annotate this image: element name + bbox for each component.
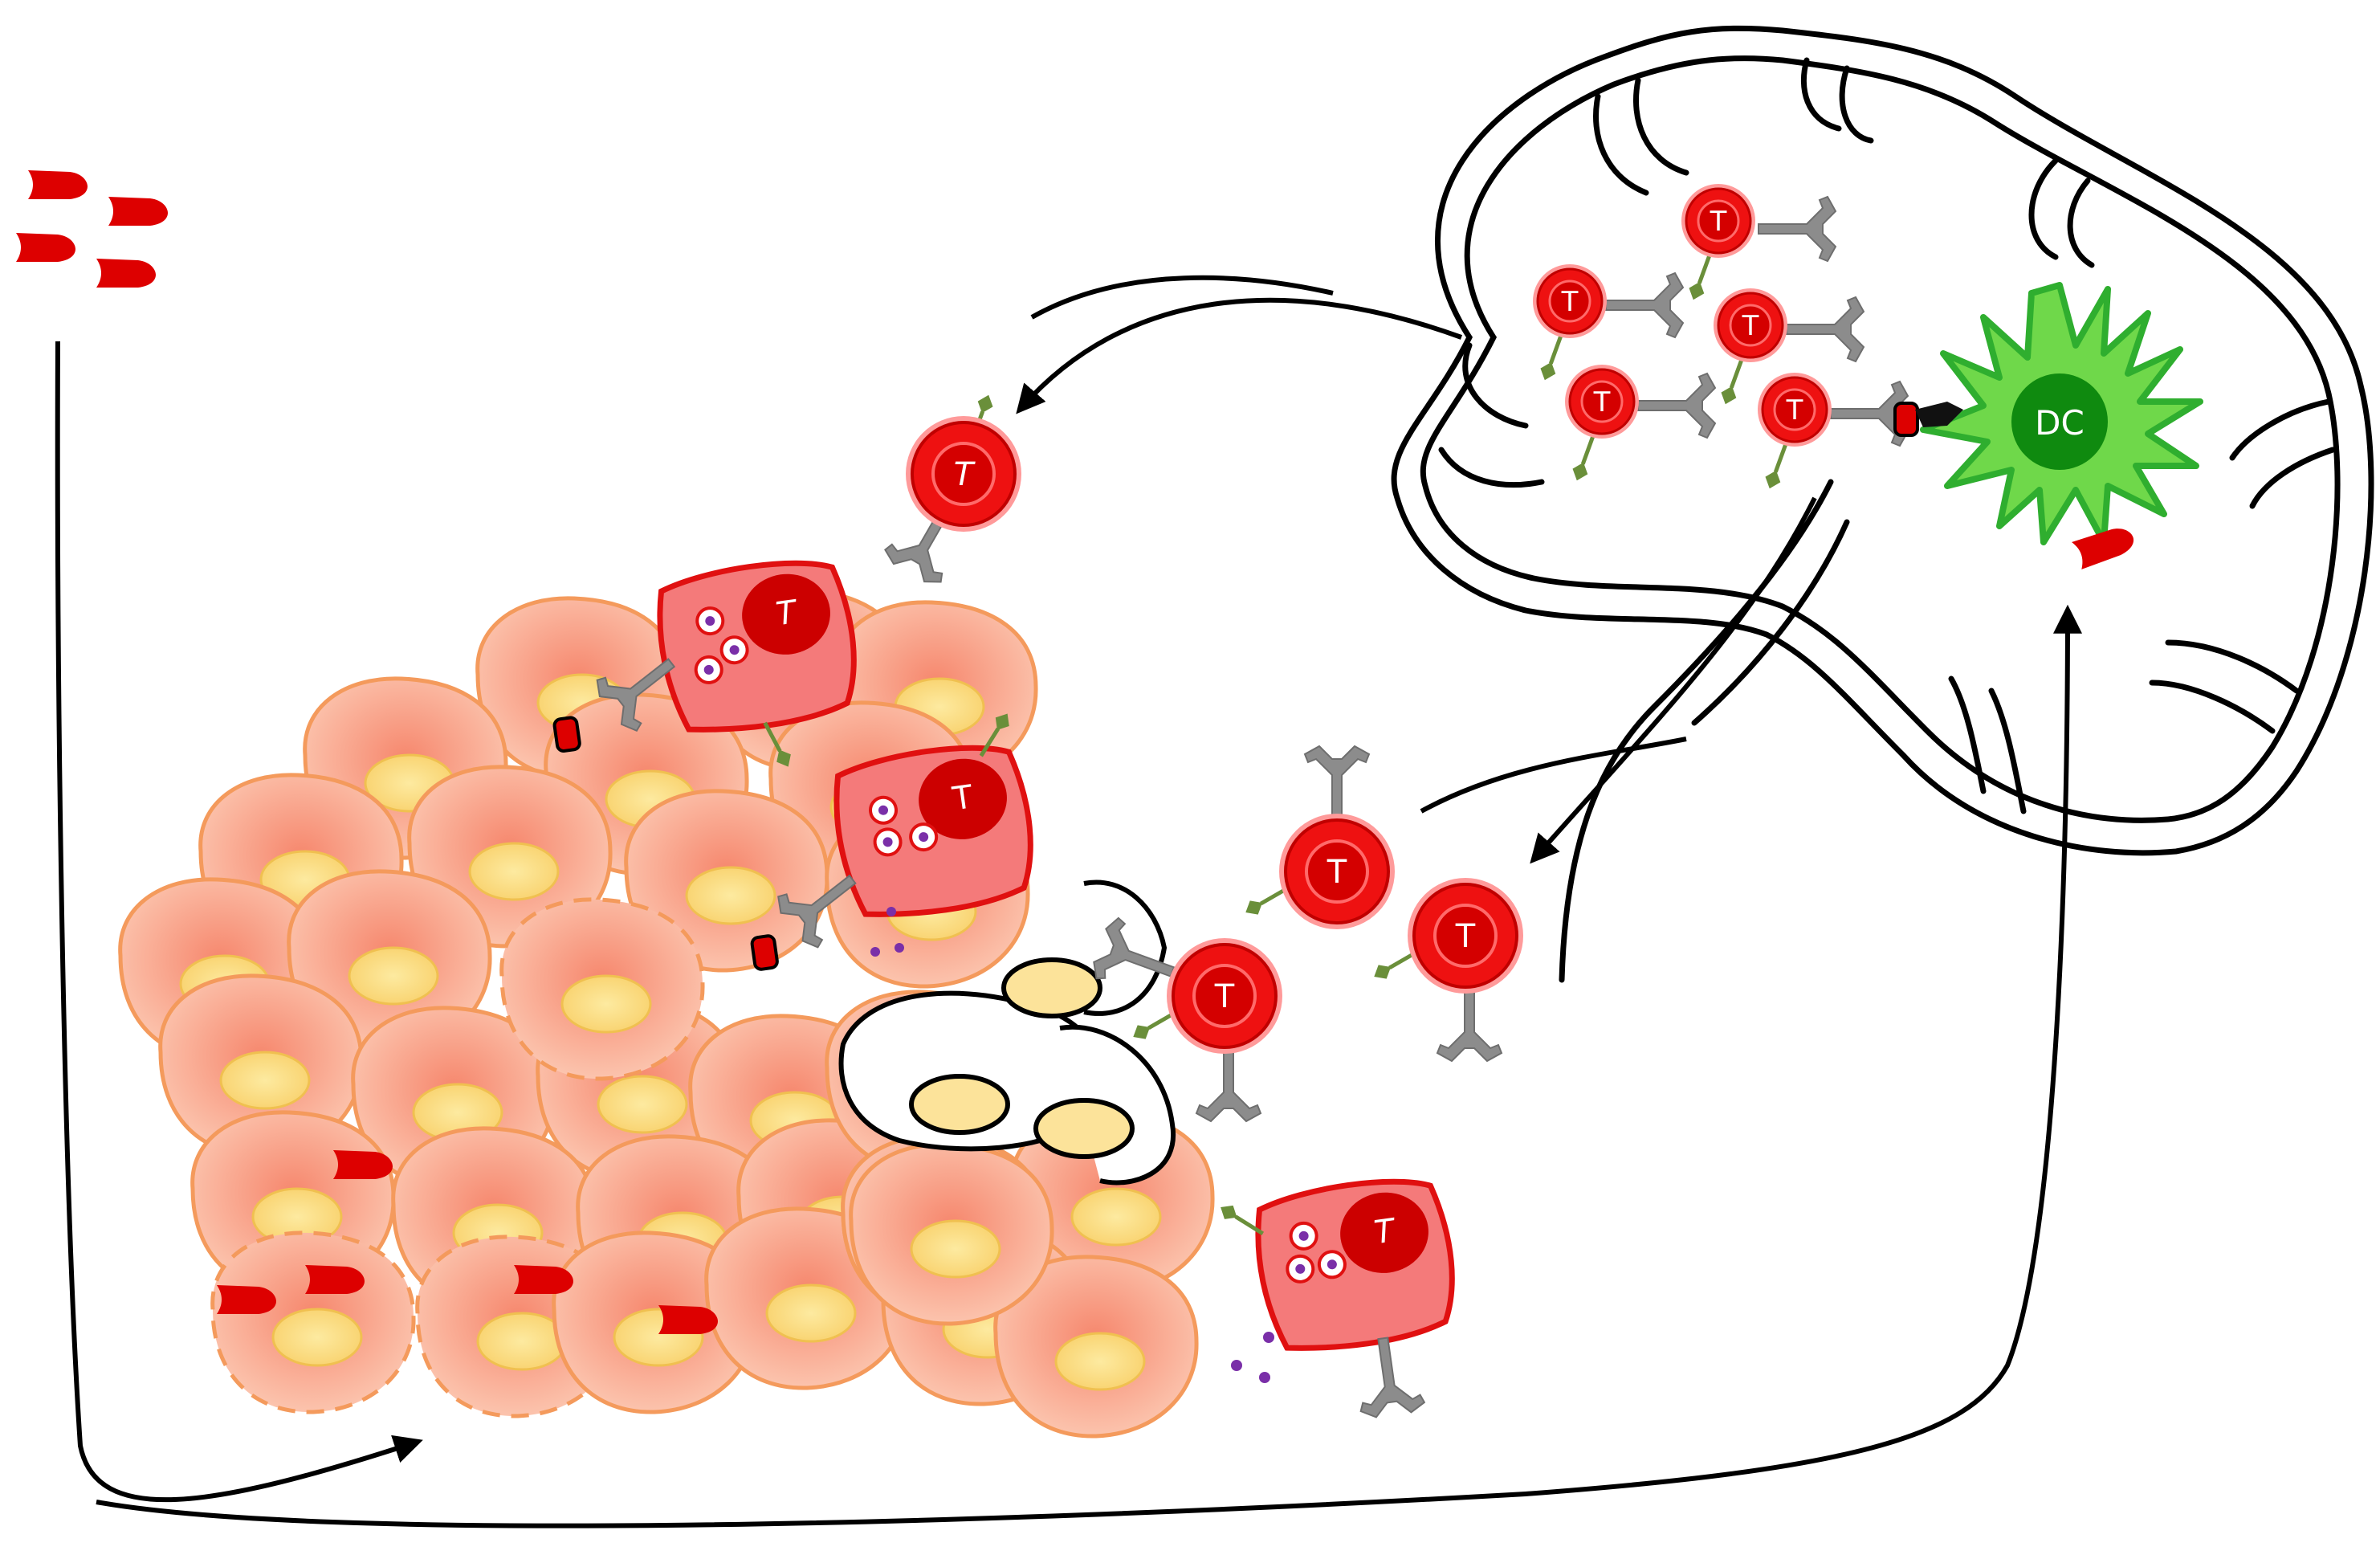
- effector-t-cell-icon: T: [1215, 1178, 1455, 1420]
- lymph-node-icon: [1391, 25, 2374, 983]
- free-antigens: [16, 170, 168, 288]
- t-cell-label: T: [1710, 206, 1727, 238]
- t-cell-icon: T: [1680, 182, 1836, 303]
- t-cell-icon: T: [1241, 745, 1395, 929]
- dying-tumor-cell-icon: [213, 1233, 414, 1412]
- antigen-fragment-icon: [333, 1150, 393, 1179]
- t-cell-label: T: [1561, 286, 1579, 318]
- t-cell-label: T: [954, 456, 976, 493]
- t-cell-icon: T: [1370, 878, 1523, 1062]
- dying-tumor-cell-icon: [502, 900, 703, 1079]
- antigen-fragment-icon: [658, 1305, 718, 1334]
- t-cell-label: T: [1742, 310, 1759, 342]
- escape-tumor-cells: [838, 879, 1176, 1186]
- antigen-fragment-icon: [217, 1285, 276, 1314]
- t-cell-label: T: [1593, 386, 1611, 418]
- antigen-fragment-icon: [28, 170, 88, 199]
- antigen-fragment-icon: [514, 1265, 573, 1294]
- dc-label: DC: [2035, 403, 2085, 443]
- naive-t-cell-cluster: T T T T T: [1531, 182, 1963, 492]
- t-cell-icon: T: [880, 392, 1021, 590]
- dendritic-cell-icon: DC: [1920, 282, 2203, 545]
- t-cell-label: T: [1786, 394, 1803, 426]
- antigen-fragment-icon: [108, 197, 168, 226]
- cytotoxic-granule-icon: [694, 606, 749, 684]
- t-cell-icon: T: [1756, 371, 1963, 492]
- t-cell-icon: T: [1531, 263, 1684, 383]
- t-cell-icon: T: [1563, 363, 1716, 484]
- antigen-fragment-icon: [305, 1265, 365, 1294]
- t-cell-label: T: [1455, 918, 1476, 955]
- cytotoxic-granule-icon: [869, 795, 939, 857]
- antigen-fragment-icon: [16, 233, 75, 262]
- t-cell-label: T: [1327, 854, 1347, 891]
- tumor-cell-icon: [851, 1145, 1052, 1324]
- cytotoxic-granule-icon: [1286, 1221, 1347, 1284]
- t-cell-icon: T: [1088, 914, 1282, 1122]
- released-granules: [870, 907, 1274, 1383]
- t-cell-migration-arrows: [1016, 275, 1817, 864]
- antigen-fragment-icon: [96, 259, 156, 288]
- t-cell-label: T: [1214, 978, 1235, 1015]
- antigen-drainage-arrows: [55, 341, 2082, 1528]
- t-cell-icon: T: [1712, 287, 1864, 407]
- effector-t-cell-icon: T: [750, 708, 1033, 971]
- effector-t-cell-icon: T: [552, 560, 857, 801]
